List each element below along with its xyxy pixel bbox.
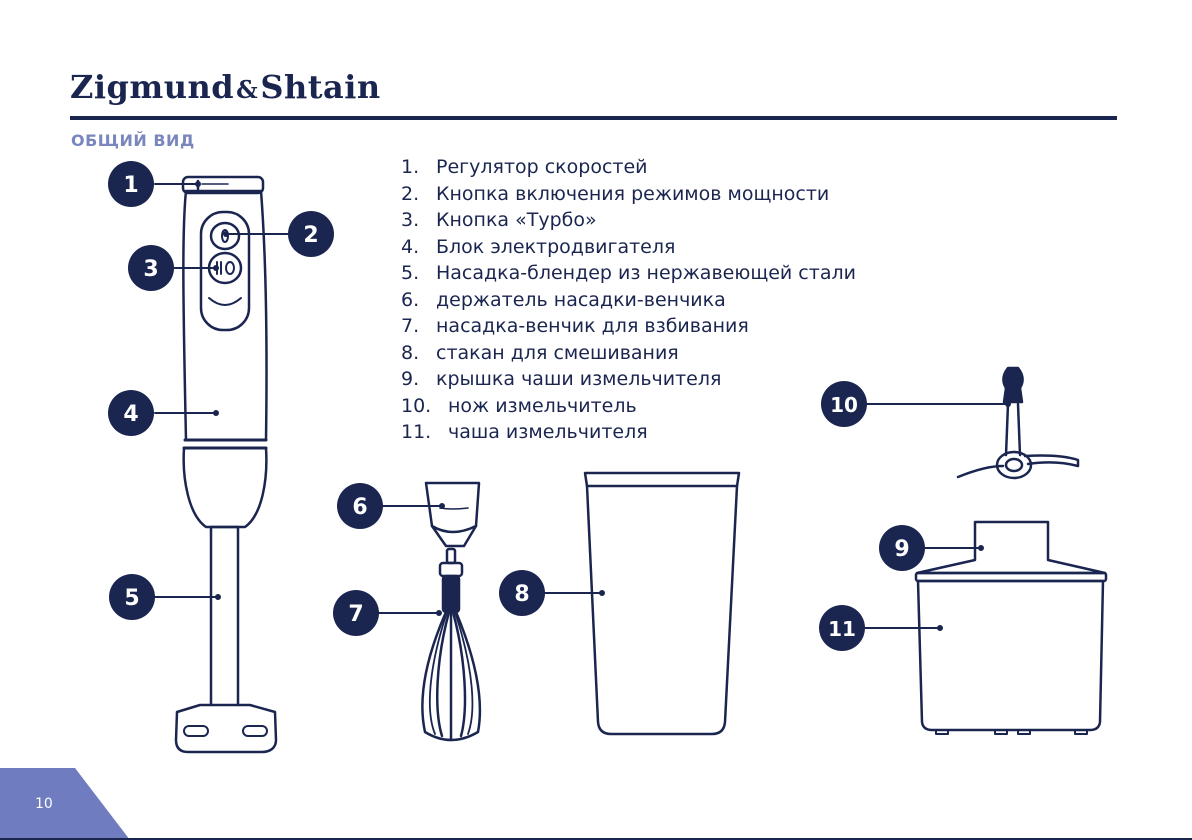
parts-list-item: 8. стакан для смешивания	[401, 340, 856, 367]
power-button	[209, 221, 241, 251]
callout-badge-4: 4	[108, 390, 154, 436]
part-number: 9.	[401, 368, 420, 390]
callout-number: 11	[828, 617, 856, 641]
parts-list-item: 10. нож измельчитель	[401, 393, 856, 420]
leader-lines	[154, 183, 1009, 629]
part-number: 3.	[401, 209, 420, 231]
header-rule	[70, 116, 1117, 120]
part-label: чаша измельчителя	[448, 421, 648, 443]
callout-number: 9	[894, 537, 909, 562]
parts-list-item: 1. Регулятор скоростей	[401, 154, 856, 181]
parts-list-item: 9. крышка чаши измельчителя	[401, 366, 856, 393]
part-label: нож измельчитель	[448, 394, 637, 417]
part-number: 1.	[401, 156, 420, 178]
chopper-lid-illustration	[914, 520, 1108, 583]
blender-foot	[174, 703, 278, 754]
callout-number: 6	[352, 495, 367, 520]
callout-number: 8	[514, 582, 529, 607]
part-label: насадка-венчик для взбивания	[436, 315, 749, 337]
part-label: крышка чаши измельчителя	[436, 368, 722, 390]
chopper-blade-illustration	[956, 366, 1080, 480]
parts-list-item: 5. Насадка-блендер из нержавеющей стали	[401, 260, 856, 287]
part-label: Блок электродвигателя	[436, 235, 676, 258]
callout-number: 4	[123, 402, 138, 427]
brand-logo: Zigmund&Shtain	[70, 68, 381, 106]
callout-badge-1: 1	[108, 161, 154, 207]
callout-badge-2: 2	[288, 211, 334, 257]
chopper-bowl-illustration	[916, 579, 1105, 735]
footer-rule	[0, 838, 1192, 840]
part-label: Кнопка «Турбо»	[436, 209, 597, 231]
callout-badge-6: 6	[337, 483, 383, 529]
part-label: Насадка-блендер из нержавеющей стали	[436, 262, 856, 284]
blender-shaft	[209, 525, 240, 707]
part-number: 11.	[401, 421, 432, 443]
callout-number: 1	[123, 173, 138, 198]
hand-blender-illustration	[174, 175, 278, 754]
parts-list-item: 4. Блок электродвигателя	[401, 234, 856, 261]
parts-list-item: 2. Кнопка включения режимов мощности	[401, 181, 856, 208]
brand-name-left: Zigmund	[70, 68, 235, 106]
callout-badge-7: 7	[333, 590, 379, 636]
parts-list-item: 3. Кнопка «Турбо»	[401, 207, 856, 234]
part-number: 4.	[401, 235, 420, 258]
parts-list-item: 7. насадка-венчик для взбивания	[401, 313, 856, 340]
part-number: 5.	[401, 262, 420, 284]
parts-list-item: 11. чаша измельчителя	[401, 419, 856, 446]
motor-body	[182, 189, 268, 442]
part-number: 6.	[401, 288, 420, 311]
part-number: 8.	[401, 341, 420, 364]
part-label: Регулятор скоростей	[436, 156, 648, 178]
callout-number: 3	[143, 257, 158, 282]
callout-badge-3: 3	[128, 245, 174, 291]
button-panel	[199, 210, 251, 332]
whisk-holder-illustration	[424, 481, 481, 548]
parts-list: 1. Регулятор скоростей 2. Кнопка включения…	[401, 154, 856, 446]
brand-ampersand: &	[236, 75, 259, 104]
callout-badge-5: 5	[109, 574, 155, 620]
mixing-beaker-illustration	[583, 471, 741, 736]
callout-number: 10	[830, 393, 858, 417]
part-label: держатель насадки-венчика	[436, 288, 726, 311]
part-label: стакан для смешивания	[436, 341, 679, 364]
brand-name-right: Shtain	[260, 68, 381, 106]
whisk-illustration	[421, 547, 482, 742]
section-title: ОБЩИЙ ВИД	[71, 131, 195, 150]
part-number: 2.	[401, 182, 420, 205]
parts-list-item: 6. держатель насадки-венчика	[401, 287, 856, 314]
part-label: Кнопка включения режимов мощности	[436, 182, 830, 205]
part-number: 10.	[401, 394, 432, 417]
part-number: 7.	[401, 315, 420, 337]
motor-lower-body	[182, 446, 268, 529]
leader-dots	[195, 181, 1011, 631]
callout-badge-8: 8	[499, 570, 545, 616]
callout-number: 5	[124, 586, 139, 611]
page-corner-shape	[0, 768, 130, 840]
page-number: 10	[35, 796, 53, 812]
callout-number: 2	[303, 223, 318, 248]
callout-badge-11: 11	[819, 605, 865, 651]
callout-badge-9: 9	[879, 525, 925, 571]
callout-badge-10: 10	[821, 381, 867, 427]
callout-number: 7	[348, 602, 363, 627]
